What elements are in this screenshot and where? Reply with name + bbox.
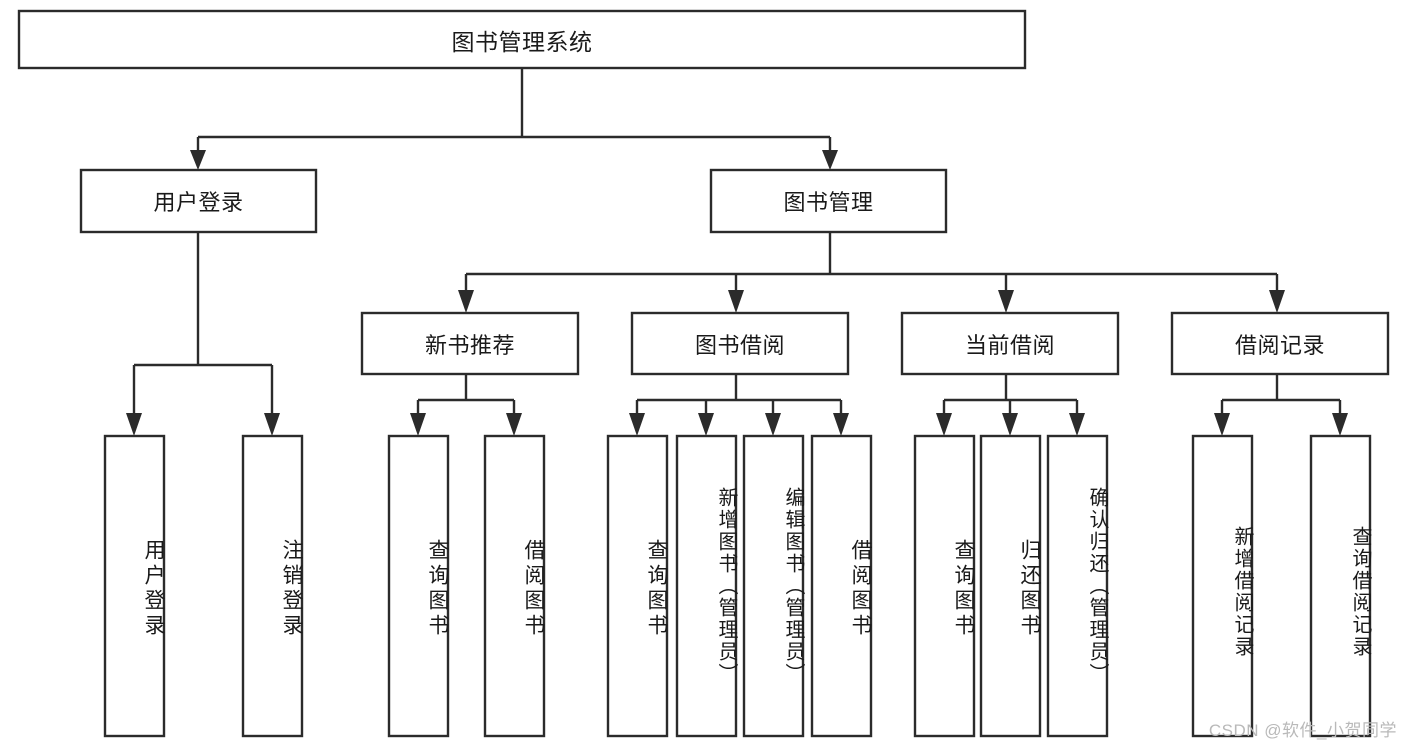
- node-box-leaf-user-login[interactable]: [103, 434, 166, 738]
- node-box-book-management[interactable]: [709, 168, 948, 234]
- node-box-leaf-query-book-1[interactable]: [387, 434, 450, 738]
- connector-bookborrow-to-leaves: [629, 374, 849, 436]
- node-box-leaf-query-record[interactable]: [1309, 434, 1372, 738]
- node-box-leaf-add-book[interactable]: [675, 434, 738, 738]
- connector-currentborrow-to-leaves: [936, 374, 1085, 436]
- node-box-leaf-query-book-3[interactable]: [913, 434, 976, 738]
- node-box-borrow-record[interactable]: [1170, 311, 1390, 376]
- node-box-leaf-add-record[interactable]: [1191, 434, 1254, 738]
- node-box-leaf-return-book[interactable]: [979, 434, 1042, 738]
- node-box-current-borrow[interactable]: [900, 311, 1120, 376]
- node-box-user-login[interactable]: [79, 168, 318, 234]
- connector-borrowrecord-to-leaves: [1214, 374, 1348, 436]
- node-box-leaf-borrow-book-1[interactable]: [483, 434, 546, 738]
- node-box-new-book-recommend[interactable]: [360, 311, 580, 376]
- node-box-leaf-user-logout[interactable]: [241, 434, 304, 738]
- connector-bookmgmt-to-level3: [458, 232, 1285, 313]
- node-box-root[interactable]: [17, 9, 1027, 70]
- node-box-leaf-borrow-book-2[interactable]: [810, 434, 873, 738]
- connector-userlogin-to-leaves: [126, 232, 280, 436]
- node-box-leaf-query-book-2[interactable]: [606, 434, 669, 738]
- connector-newbook-to-leaves: [410, 374, 522, 436]
- node-box-leaf-edit-book[interactable]: [742, 434, 805, 738]
- node-box-leaf-confirm-return[interactable]: [1046, 434, 1109, 738]
- connector-root-to-level2: [190, 68, 838, 170]
- node-box-book-borrow[interactable]: [630, 311, 850, 376]
